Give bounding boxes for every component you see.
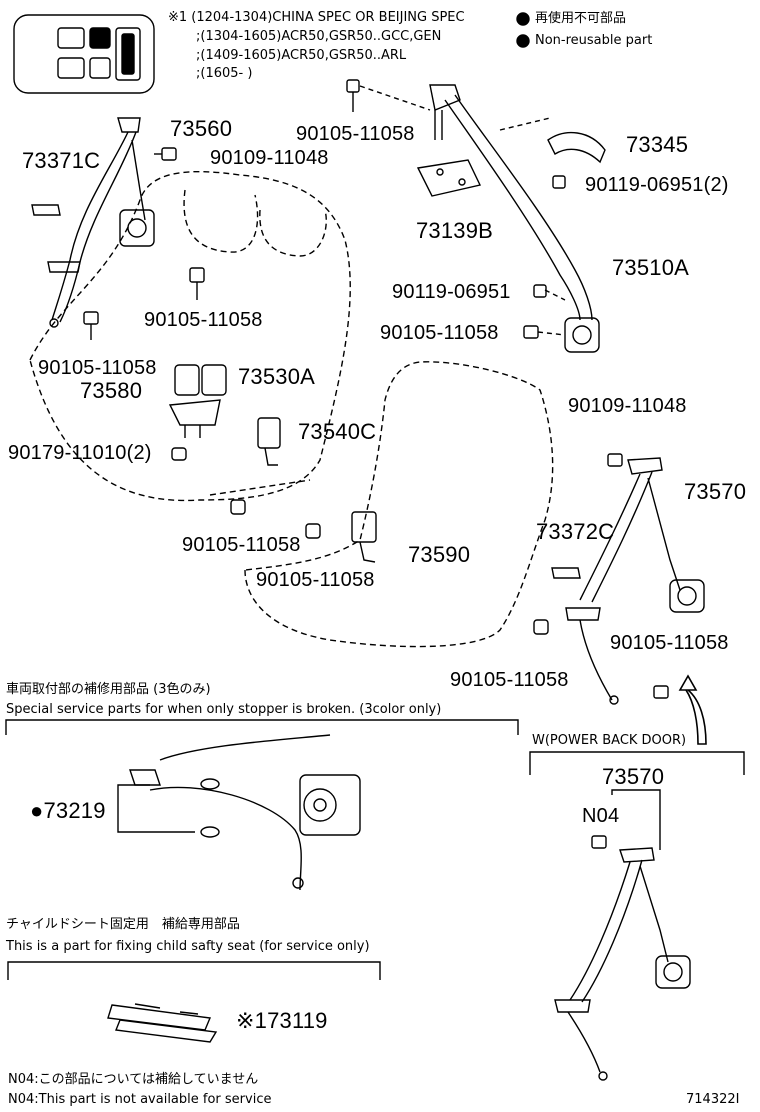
part-73530A[interactable]: 73530A <box>238 364 316 389</box>
part-73139B[interactable]: 73139B <box>416 218 494 243</box>
bolt-90109-11048-b <box>607 453 623 467</box>
clip-73372C <box>551 567 581 579</box>
part-90105-11058-low[interactable]: 90105-11058 <box>182 534 301 556</box>
rear-seat-headrest <box>183 189 327 257</box>
legend-en: Non-reusable part <box>535 33 653 48</box>
part-90119-06951[interactable]: 90119-06951 <box>392 281 511 303</box>
part-90109-11048-a[interactable]: 90109-11048 <box>210 147 329 169</box>
bolt-90105-11058-rr <box>653 685 669 699</box>
power-door-title: W(POWER BACK DOOR) <box>532 733 687 748</box>
nut-90179-11010 <box>171 447 187 461</box>
power-door-belt <box>554 835 691 1081</box>
part-90105-11058-left[interactable]: 90105-11058 <box>38 357 157 379</box>
stopper-bracket <box>5 719 519 735</box>
note-line-3: ;(1409-1605)ACR50,GSR50..ARL <box>196 48 407 63</box>
buckle-73590 <box>351 511 377 563</box>
part-90105-11058-rr[interactable]: 90105-11058 <box>610 632 729 654</box>
part-73219[interactable]: ●73219 <box>30 798 106 823</box>
stopper-title-en: Special service parts for when only stop… <box>6 702 442 717</box>
bracket-73570-b <box>611 789 661 850</box>
bolt-90105-11058-left <box>83 311 99 340</box>
part-73570-b[interactable]: 73570 <box>602 764 665 789</box>
bolt-90119-06951-2 <box>552 175 566 189</box>
left-belt-assembly <box>47 117 155 328</box>
rear-seat-outline <box>29 171 351 502</box>
part-73510A[interactable]: 73510A <box>612 255 690 280</box>
part-73372C[interactable]: 73372C <box>536 519 615 544</box>
dash-link-top <box>359 85 431 111</box>
clip-73371C <box>31 204 61 216</box>
bolt-90119-06951 <box>533 284 547 298</box>
n04-note-jp: N04:この部品については補給していません <box>8 1072 259 1087</box>
child-bracket <box>7 961 381 980</box>
n04-note-en: N04:This part is not available for servi… <box>8 1092 272 1107</box>
bolt-90109-11048-a <box>154 147 177 161</box>
power-door-bracket <box>529 751 745 775</box>
front-seat-outline <box>244 361 554 648</box>
bracket-73219 <box>117 784 195 833</box>
buckle-73540C <box>257 417 281 466</box>
power-door-arrow <box>678 674 707 745</box>
legend-dot-en <box>516 34 530 48</box>
stopper-illustration <box>129 734 361 891</box>
legend-dot-jp <box>516 12 530 26</box>
bolt-90105-11058-seat <box>305 523 321 539</box>
buckle-73530A <box>168 364 227 438</box>
right-belt-73570 <box>565 457 705 705</box>
part-90109-11048-b[interactable]: 90109-11048 <box>568 395 687 417</box>
vehicle-thumbnail <box>13 14 155 94</box>
part-73119[interactable]: ※173119 <box>236 1008 328 1033</box>
cover-73345 <box>547 131 606 164</box>
child-anchor-73119 <box>107 1003 218 1043</box>
bracket-73139B <box>416 159 482 197</box>
part-90105-11058-top[interactable]: 90105-11058 <box>296 123 415 145</box>
dash-link-center <box>499 117 566 336</box>
child-title-en: This is a part for fixing child safty se… <box>6 939 370 954</box>
seat-cushion-line <box>209 479 311 496</box>
note-line-2: ;(1304-1605)ACR50,GSR50..GCC,GEN <box>196 29 442 44</box>
part-73590[interactable]: 73590 <box>408 542 471 567</box>
part-N04[interactable]: N04 <box>582 805 620 827</box>
child-title-jp: チャイルドシート固定用 補給専用部品 <box>6 917 240 932</box>
diagram-id: 714322I <box>686 1092 740 1107</box>
part-73345[interactable]: 73345 <box>626 132 689 157</box>
bolt-90105-11058-rl <box>533 619 549 635</box>
part-90119-06951-2[interactable]: 90119-06951(2) <box>585 174 729 196</box>
bolt-90105-11058-mid <box>189 267 205 300</box>
bolt-90105-11058-r <box>523 325 539 339</box>
part-73560[interactable]: 73560 <box>170 116 233 141</box>
part-73540C[interactable]: 73540C <box>298 419 377 444</box>
part-73580[interactable]: 73580 <box>80 378 143 403</box>
part-90179-11010[interactable]: 90179-11010(2) <box>8 442 152 464</box>
note-line-4: ;(1605- ) <box>196 66 253 81</box>
stopper-title-jp: 車両取付部の補修用部品 (3色のみ) <box>6 682 211 697</box>
note-line-1: ※1 (1204-1304)CHINA SPEC OR BEIJING SPEC <box>168 10 465 25</box>
bolt-90105-11058-low <box>230 499 246 515</box>
legend-jp: 再使用不可部品 <box>535 11 627 26</box>
part-73371C[interactable]: 73371C <box>22 148 101 173</box>
center-belt-73510A <box>429 84 600 353</box>
part-73570[interactable]: 73570 <box>684 479 747 504</box>
bolt-90105-11058-top <box>346 79 360 112</box>
part-90105-11058-mid[interactable]: 90105-11058 <box>144 309 263 331</box>
part-90105-11058-rl[interactable]: 90105-11058 <box>450 669 569 691</box>
part-90105-11058-r[interactable]: 90105-11058 <box>380 322 499 344</box>
part-90105-11058-seat[interactable]: 90105-11058 <box>256 569 375 591</box>
